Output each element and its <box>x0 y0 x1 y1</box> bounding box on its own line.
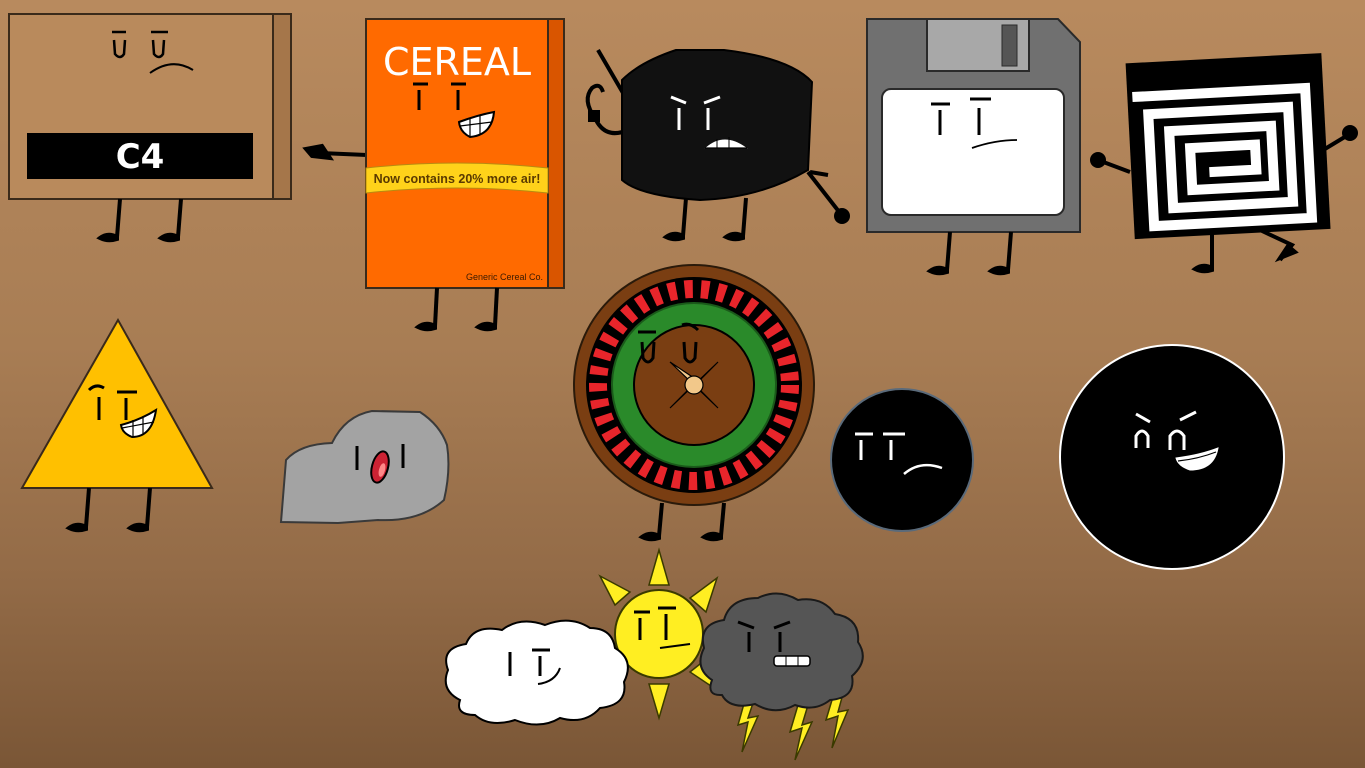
cereal-box-character: CEREAL Now contains 20% more air! Generi… <box>302 18 565 332</box>
cereal-title: CEREAL <box>383 40 531 84</box>
cereal-brand-text: Generic Cereal Co. <box>466 272 543 282</box>
c4-label: C4 <box>116 137 165 177</box>
spiral-square-character <box>1090 53 1358 274</box>
rock-character <box>279 409 450 525</box>
big-black-ball-character <box>1059 344 1285 570</box>
triangle-character <box>20 317 214 533</box>
roulette-wheel-character <box>573 264 815 542</box>
small-black-ball-character <box>830 388 974 532</box>
floppy-disk-character <box>866 18 1081 276</box>
cloud-character <box>444 619 629 726</box>
cereal-banner-text: Now contains 20% more air! <box>374 172 541 186</box>
c4-box-character: C4 <box>8 13 292 243</box>
storm-cloud-character <box>699 592 864 761</box>
black-cube-character <box>585 48 850 242</box>
